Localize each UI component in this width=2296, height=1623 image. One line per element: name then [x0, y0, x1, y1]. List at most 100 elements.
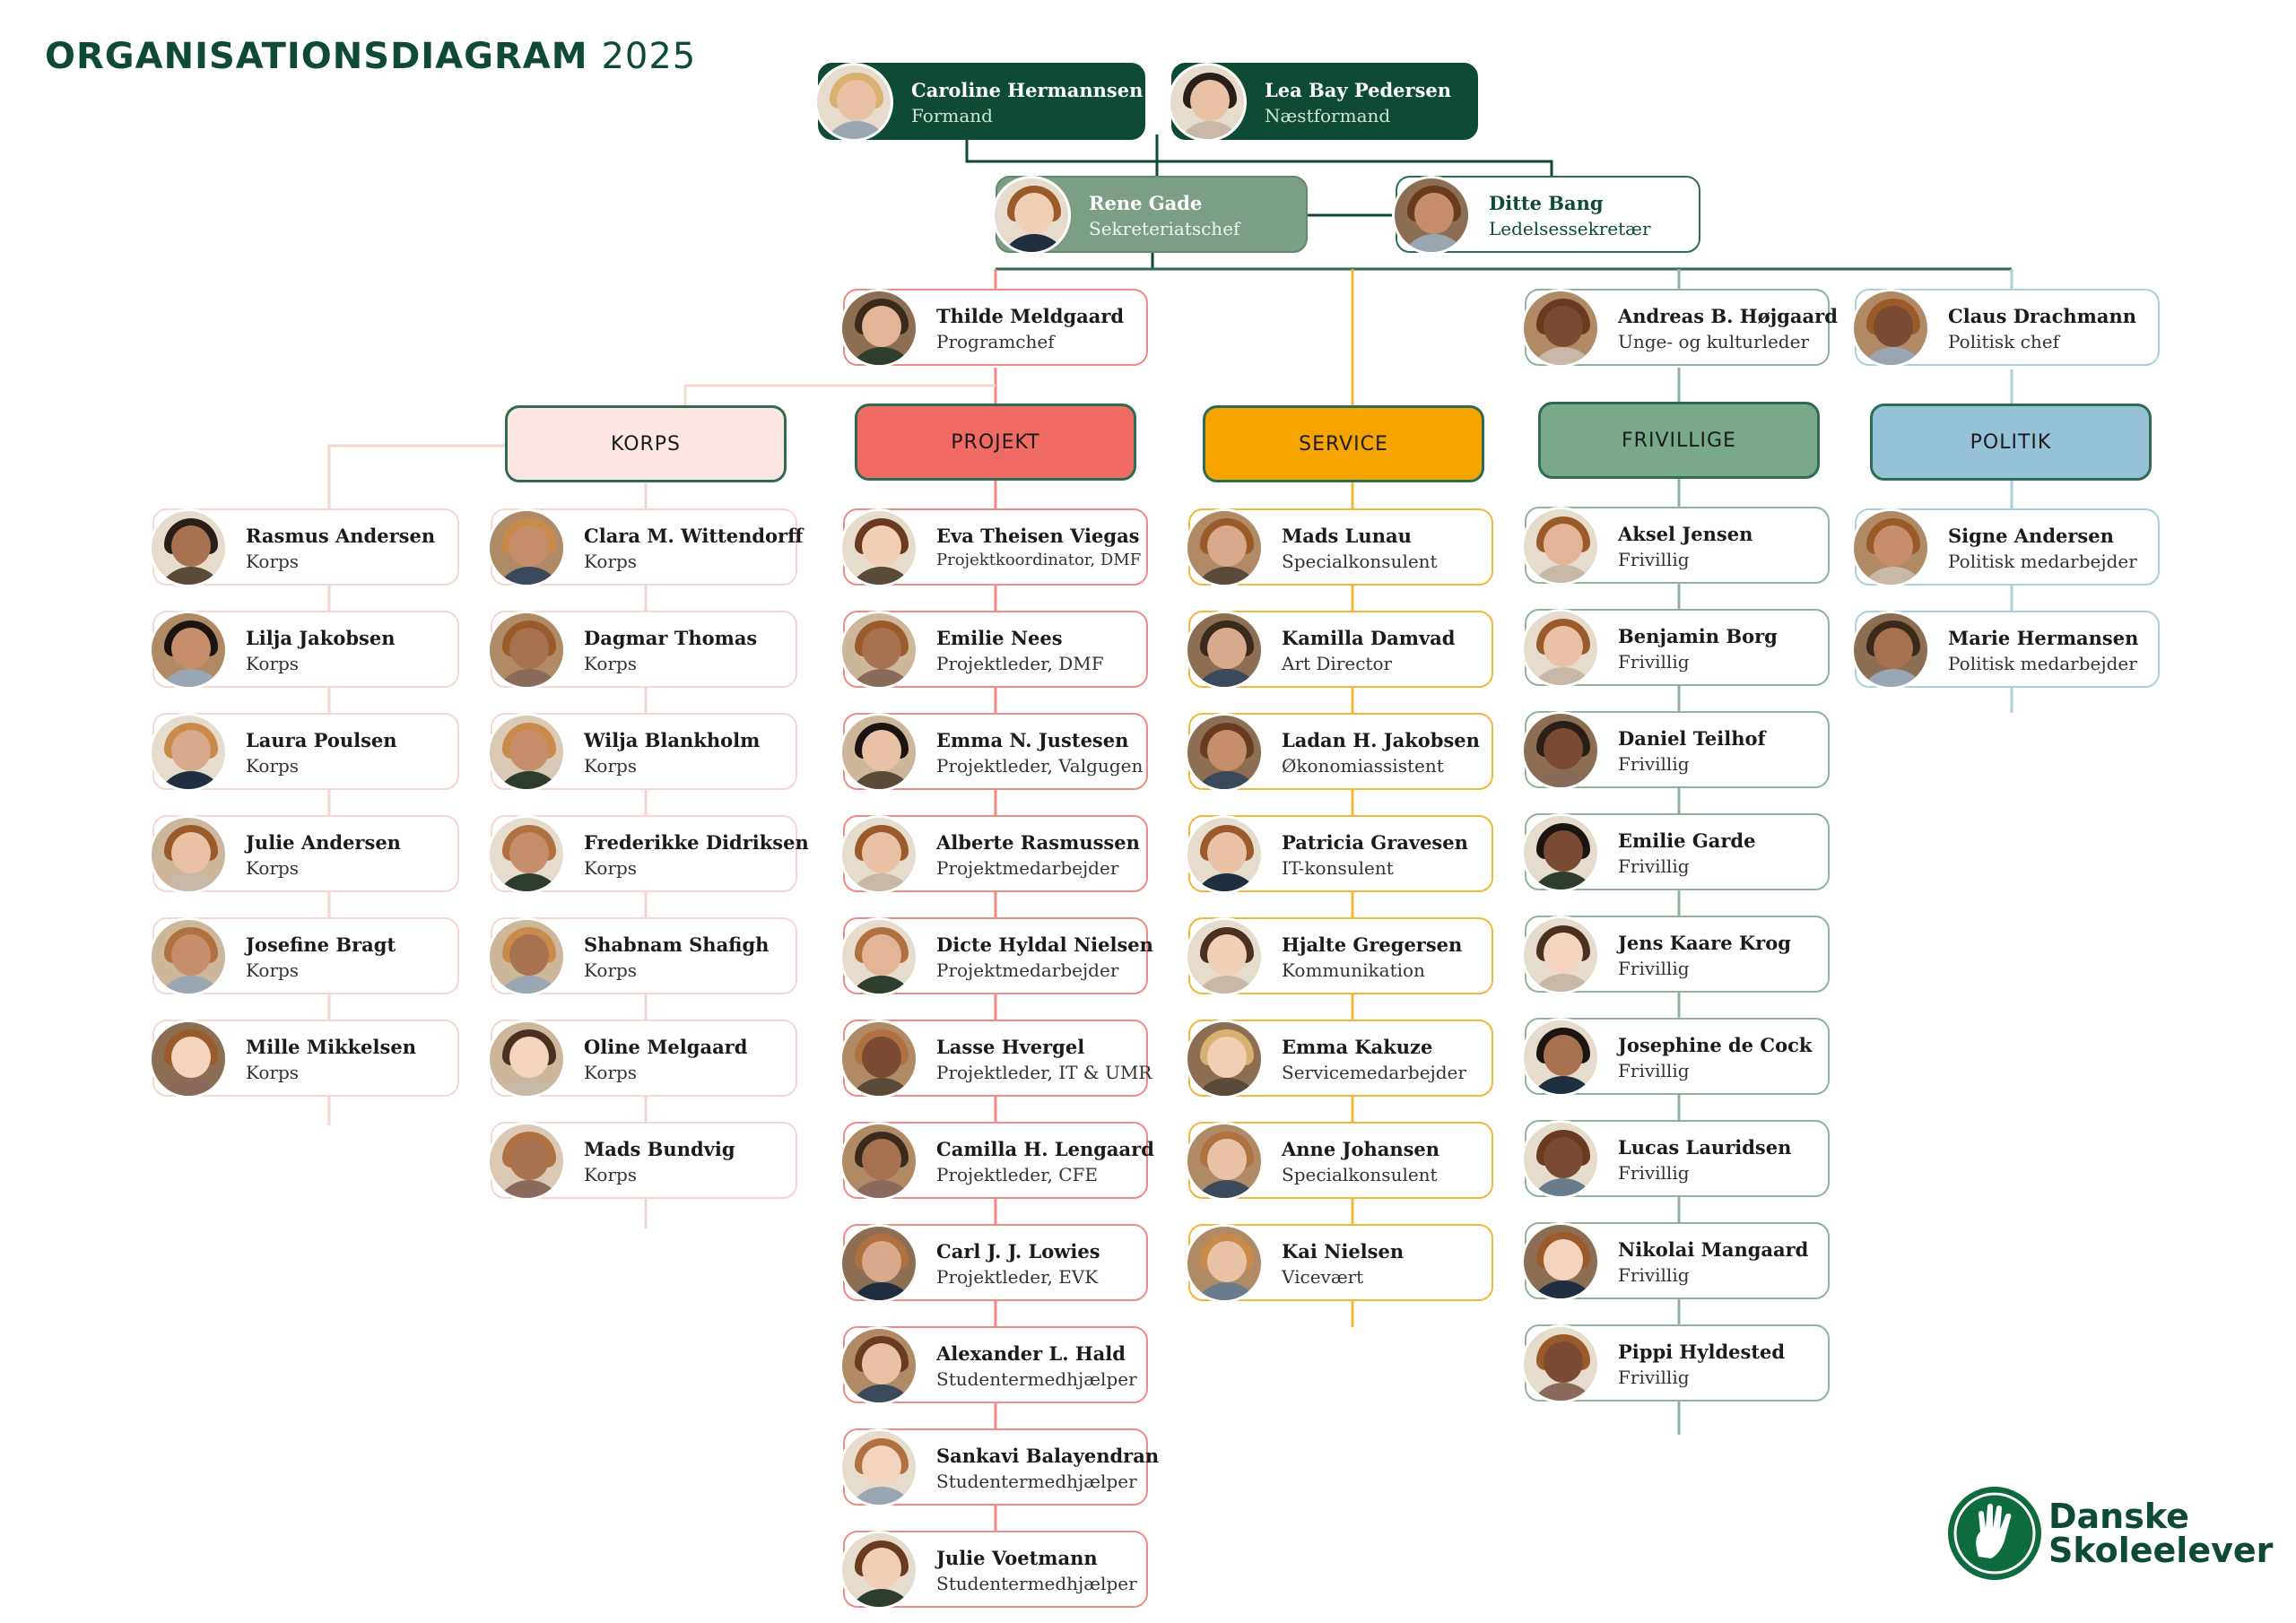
- photo-face: [509, 730, 549, 771]
- person-name: Kamilla Damvad: [1282, 627, 1456, 649]
- person-name: Alberte Rasmussen: [936, 831, 1140, 854]
- person-name: Lasse Hvergel: [936, 1036, 1085, 1058]
- photo-body: [1193, 567, 1261, 585]
- photo-body: [1529, 974, 1597, 992]
- person-name: Pippi Hyldested: [1618, 1341, 1786, 1363]
- person-name: Ditte Bang: [1489, 192, 1604, 214]
- person-role: Specialkonsulent: [1282, 551, 1438, 572]
- person-name: Clara M. Wittendorff: [584, 525, 804, 547]
- photo-body: [1193, 771, 1261, 789]
- photo-face: [171, 730, 211, 771]
- person-photo: [839, 1224, 918, 1303]
- person-photo: [149, 508, 228, 587]
- person-role: Korps: [246, 1062, 300, 1083]
- photo-face: [1544, 626, 1583, 667]
- person-name: Mads Bundvig: [584, 1138, 735, 1160]
- person-role: Politisk medarbejder: [1948, 653, 2137, 674]
- photo-body: [848, 567, 916, 585]
- person-role: Frivillig: [1618, 1367, 1690, 1388]
- photo-body: [1529, 1280, 1597, 1298]
- photo-body: [822, 121, 891, 139]
- person-photo: [149, 815, 228, 894]
- person-role: Korps: [584, 959, 638, 981]
- photo-body: [1193, 976, 1261, 994]
- photo-face: [171, 1037, 211, 1078]
- person-name: Emma N. Justesen: [936, 729, 1129, 751]
- person-photo: [1521, 507, 1600, 586]
- person-photo: [487, 815, 566, 894]
- photo-face: [171, 525, 211, 567]
- person-photo: [487, 1122, 566, 1201]
- photo-body: [495, 873, 563, 891]
- photo-face: [862, 934, 901, 976]
- photo-body: [157, 669, 225, 687]
- person-photo: [1521, 1324, 1600, 1403]
- person-name: Andreas B. Højgaard: [1618, 305, 1838, 327]
- photo-face: [1544, 524, 1583, 565]
- photo-face: [862, 1548, 901, 1589]
- person-role: Projektmedarbejder: [936, 857, 1119, 879]
- category-projekt: PROJEKT: [855, 404, 1136, 481]
- person-name: Anne Johansen: [1282, 1138, 1440, 1160]
- danske-skoleelever-logo: Danske Skoleelever: [1948, 1480, 2273, 1587]
- photo-body: [495, 1078, 563, 1096]
- person-role: Projektleder, EVK: [936, 1266, 1099, 1288]
- person-photo: [1851, 289, 1930, 368]
- photo-face: [509, 628, 549, 669]
- person-role: Frivillig: [1618, 1060, 1690, 1081]
- person-role: Politisk medarbejder: [1948, 551, 2137, 572]
- photo-face: [862, 1241, 901, 1282]
- person-role: Korps: [246, 653, 300, 674]
- person-role: Korps: [246, 857, 300, 879]
- person-photo: [839, 289, 918, 368]
- photo-body: [1193, 1078, 1261, 1096]
- photo-face: [1190, 80, 1230, 121]
- photo-body: [848, 873, 916, 891]
- photo-face: [509, 832, 549, 873]
- category-service: SERVICE: [1203, 405, 1484, 482]
- person-name: Kai Nielsen: [1282, 1240, 1405, 1263]
- photo-face: [862, 1037, 901, 1078]
- category-frivillige: FRIVILLIGE: [1538, 402, 1820, 479]
- person-photo: [1392, 176, 1471, 255]
- photo-face: [1544, 933, 1583, 974]
- photo-face: [171, 628, 211, 669]
- person-name: Alexander L. Hald: [936, 1342, 1126, 1365]
- person-photo: [1521, 1120, 1600, 1199]
- photo-body: [157, 1078, 225, 1096]
- photo-face: [509, 1139, 549, 1180]
- person-name: Ladan H. Jakobsen: [1282, 729, 1480, 751]
- category-politik: POLITIK: [1870, 404, 2152, 481]
- person-role: Projektkoordinator, DMF: [936, 551, 1142, 569]
- person-photo: [839, 1531, 918, 1610]
- person-photo: [1521, 711, 1600, 790]
- photo-body: [1859, 567, 1927, 585]
- photo-face: [862, 730, 901, 771]
- person-photo: [1185, 1224, 1264, 1303]
- person-role: Frivillig: [1618, 549, 1690, 570]
- person-photo: [839, 713, 918, 792]
- photo-body: [1529, 872, 1597, 890]
- person-name: Aksel Jensen: [1618, 523, 1753, 545]
- person-photo: [839, 1326, 918, 1405]
- photo-body: [848, 347, 916, 365]
- person-name: Signe Andersen: [1948, 525, 2114, 547]
- photo-face: [862, 1343, 901, 1384]
